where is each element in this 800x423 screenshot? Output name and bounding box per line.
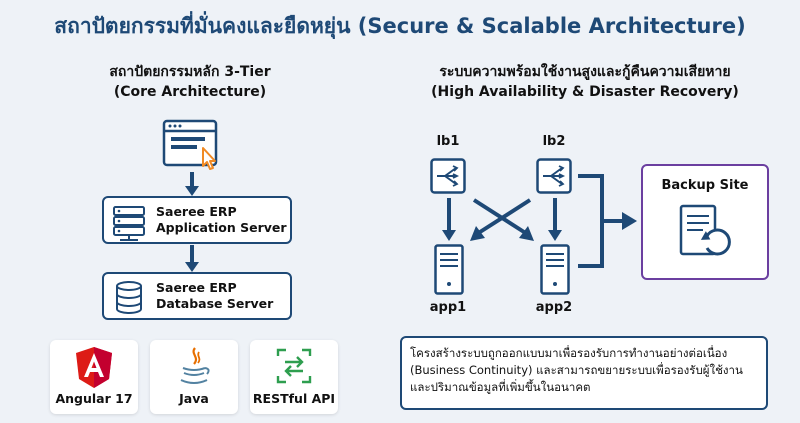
tech-label-angular: Angular 17 [55, 391, 133, 406]
server-rack-icon [113, 206, 145, 241]
app-server-line1: Saeree ERP [156, 204, 237, 219]
load-balancer-icon [430, 158, 466, 194]
business-continuity-note: โครงสร้างระบบถูกออกแบบมาเพื่อรองรับการทำ… [400, 336, 768, 410]
api-exchange-icon [276, 348, 312, 384]
database-server-node: Saeree ERP Database Server [102, 272, 292, 320]
app1-label: app1 [429, 300, 467, 315]
left-heading-line1: สถาปัตยกรรมหลัก 3-Tier [109, 64, 271, 80]
application-server-node: Saeree ERP Application Server [102, 196, 292, 244]
page-title: สถาปัตยกรรมที่มั่นคงและยืดหยุ่น (Secure … [54, 14, 746, 38]
left-heading-line2: (Core Architecture) [113, 84, 267, 100]
db-server-line1: Saeree ERP [156, 280, 237, 295]
backup-site-label: Backup Site [661, 178, 749, 193]
app-server-line2: Application Server [156, 220, 287, 235]
java-cup-icon [180, 347, 210, 384]
backup-restore-icon [679, 204, 731, 256]
app-server-app1 [434, 244, 464, 296]
app2-label: app2 [535, 300, 573, 315]
angular-logo-icon [76, 347, 112, 388]
right-heading-line2: (High Availability & Disaster Recovery) [431, 84, 739, 100]
load-balancer-icon [536, 158, 572, 194]
browser-client-icon [162, 119, 223, 170]
lb1-label: lb1 [436, 134, 460, 149]
lb2-label: lb2 [542, 134, 566, 149]
tech-label-restful-api: RESTful API [252, 391, 336, 406]
server-tower-icon [540, 244, 570, 295]
tech-card-angular: Angular 17 [50, 340, 138, 414]
load-balancer-lb1 [430, 158, 466, 194]
tech-label-java: Java [179, 391, 209, 406]
right-heading: ระบบความพร้อมใช้งานสูงและกู้คืนความเสียห… [380, 62, 790, 102]
db-server-line2: Database Server [156, 296, 274, 311]
server-tower-icon [434, 244, 464, 295]
database-icon [116, 281, 142, 314]
tech-card-java: Java [150, 340, 238, 414]
backup-site-box: Backup Site [641, 164, 769, 280]
left-heading: สถาปัตยกรรมหลัก 3-Tier (Core Architectur… [40, 62, 340, 102]
load-balancer-lb2 [536, 158, 572, 194]
app-server-app2 [540, 244, 570, 296]
right-heading-line1: ระบบความพร้อมใช้งานสูงและกู้คืนความเสียห… [439, 64, 731, 80]
tech-card-restful-api: RESTful API [250, 340, 338, 414]
